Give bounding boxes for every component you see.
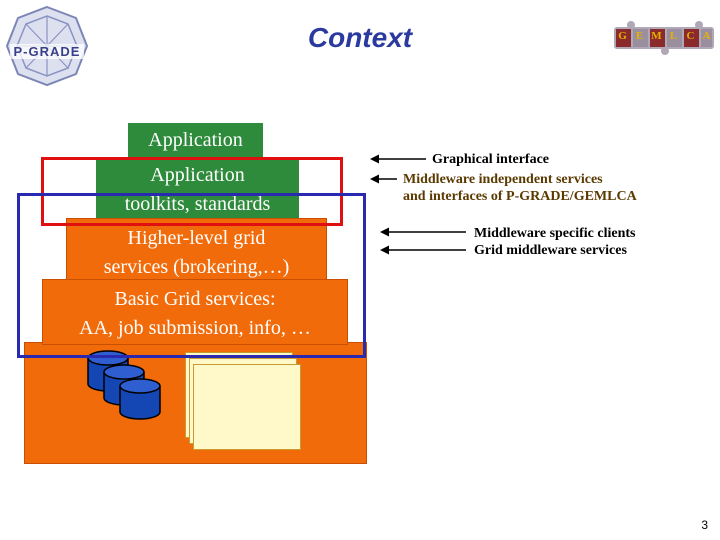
p-grade-logo-text: P-GRADE [13,44,81,59]
middleware-independent-line2: and interfaces of P-GRADE/GEMLCA [403,189,637,204]
toolkits-line1: Application [150,164,245,186]
arrow-left-icon [380,245,466,255]
higher-level-services-line1: Higher-level grid [127,227,266,249]
page-number: 3 [701,518,708,532]
gemlca-letter: C [686,30,695,42]
gemlca-letter: A [702,30,711,42]
gemlca-puzzle-icon [614,21,714,55]
slide-title: Context [307,22,413,53]
middleware-independent-line1: Middleware independent services [403,172,603,187]
p-grade-logo: P-GRADE [4,4,90,88]
middleware-independent-note: Middleware independent services and inte… [403,171,637,205]
gemlca-letter: E [635,30,644,42]
gemlca-letter: M [651,30,662,42]
application-label: Application [148,129,243,151]
gui-frame-red [41,157,343,226]
middleware-specific-note: Middleware specific clients Grid middlew… [474,225,636,259]
arrow-left-icon [380,227,466,237]
middleware-specific-line1: Middleware specific clients [474,226,636,241]
p-grade-logo-graphic [5,5,89,87]
gemlca-letter: L [669,30,678,42]
basic-grid-services-line1: Basic Grid services: [114,288,276,310]
toolkits-layer: Application toolkits, standards [96,158,299,218]
gemlca-letter: G [618,30,627,42]
arrow-left-icon [370,174,397,184]
database-icons [87,350,161,420]
basic-grid-services-line2: AA, job submission, info, … [79,317,311,339]
application-layer: Application [128,123,263,158]
arrow-left-icon [370,154,426,164]
gemlca-logo: G E M L C A [612,20,716,56]
documents-icon [185,352,305,452]
toolkits-line2: toolkits, standards [124,193,271,215]
higher-level-services-layer: Higher-level grid services (brokering,…) [66,218,327,280]
higher-level-services-line2: services (brokering,…) [103,256,290,278]
middleware-frame-blue [17,193,366,358]
database-icon [119,378,161,420]
middleware-specific-line2: Grid middleware services [474,243,627,258]
graphical-interface-note: Graphical interface [432,152,550,167]
basic-grid-services-layer: Basic Grid services: AA, job submission,… [42,279,348,345]
